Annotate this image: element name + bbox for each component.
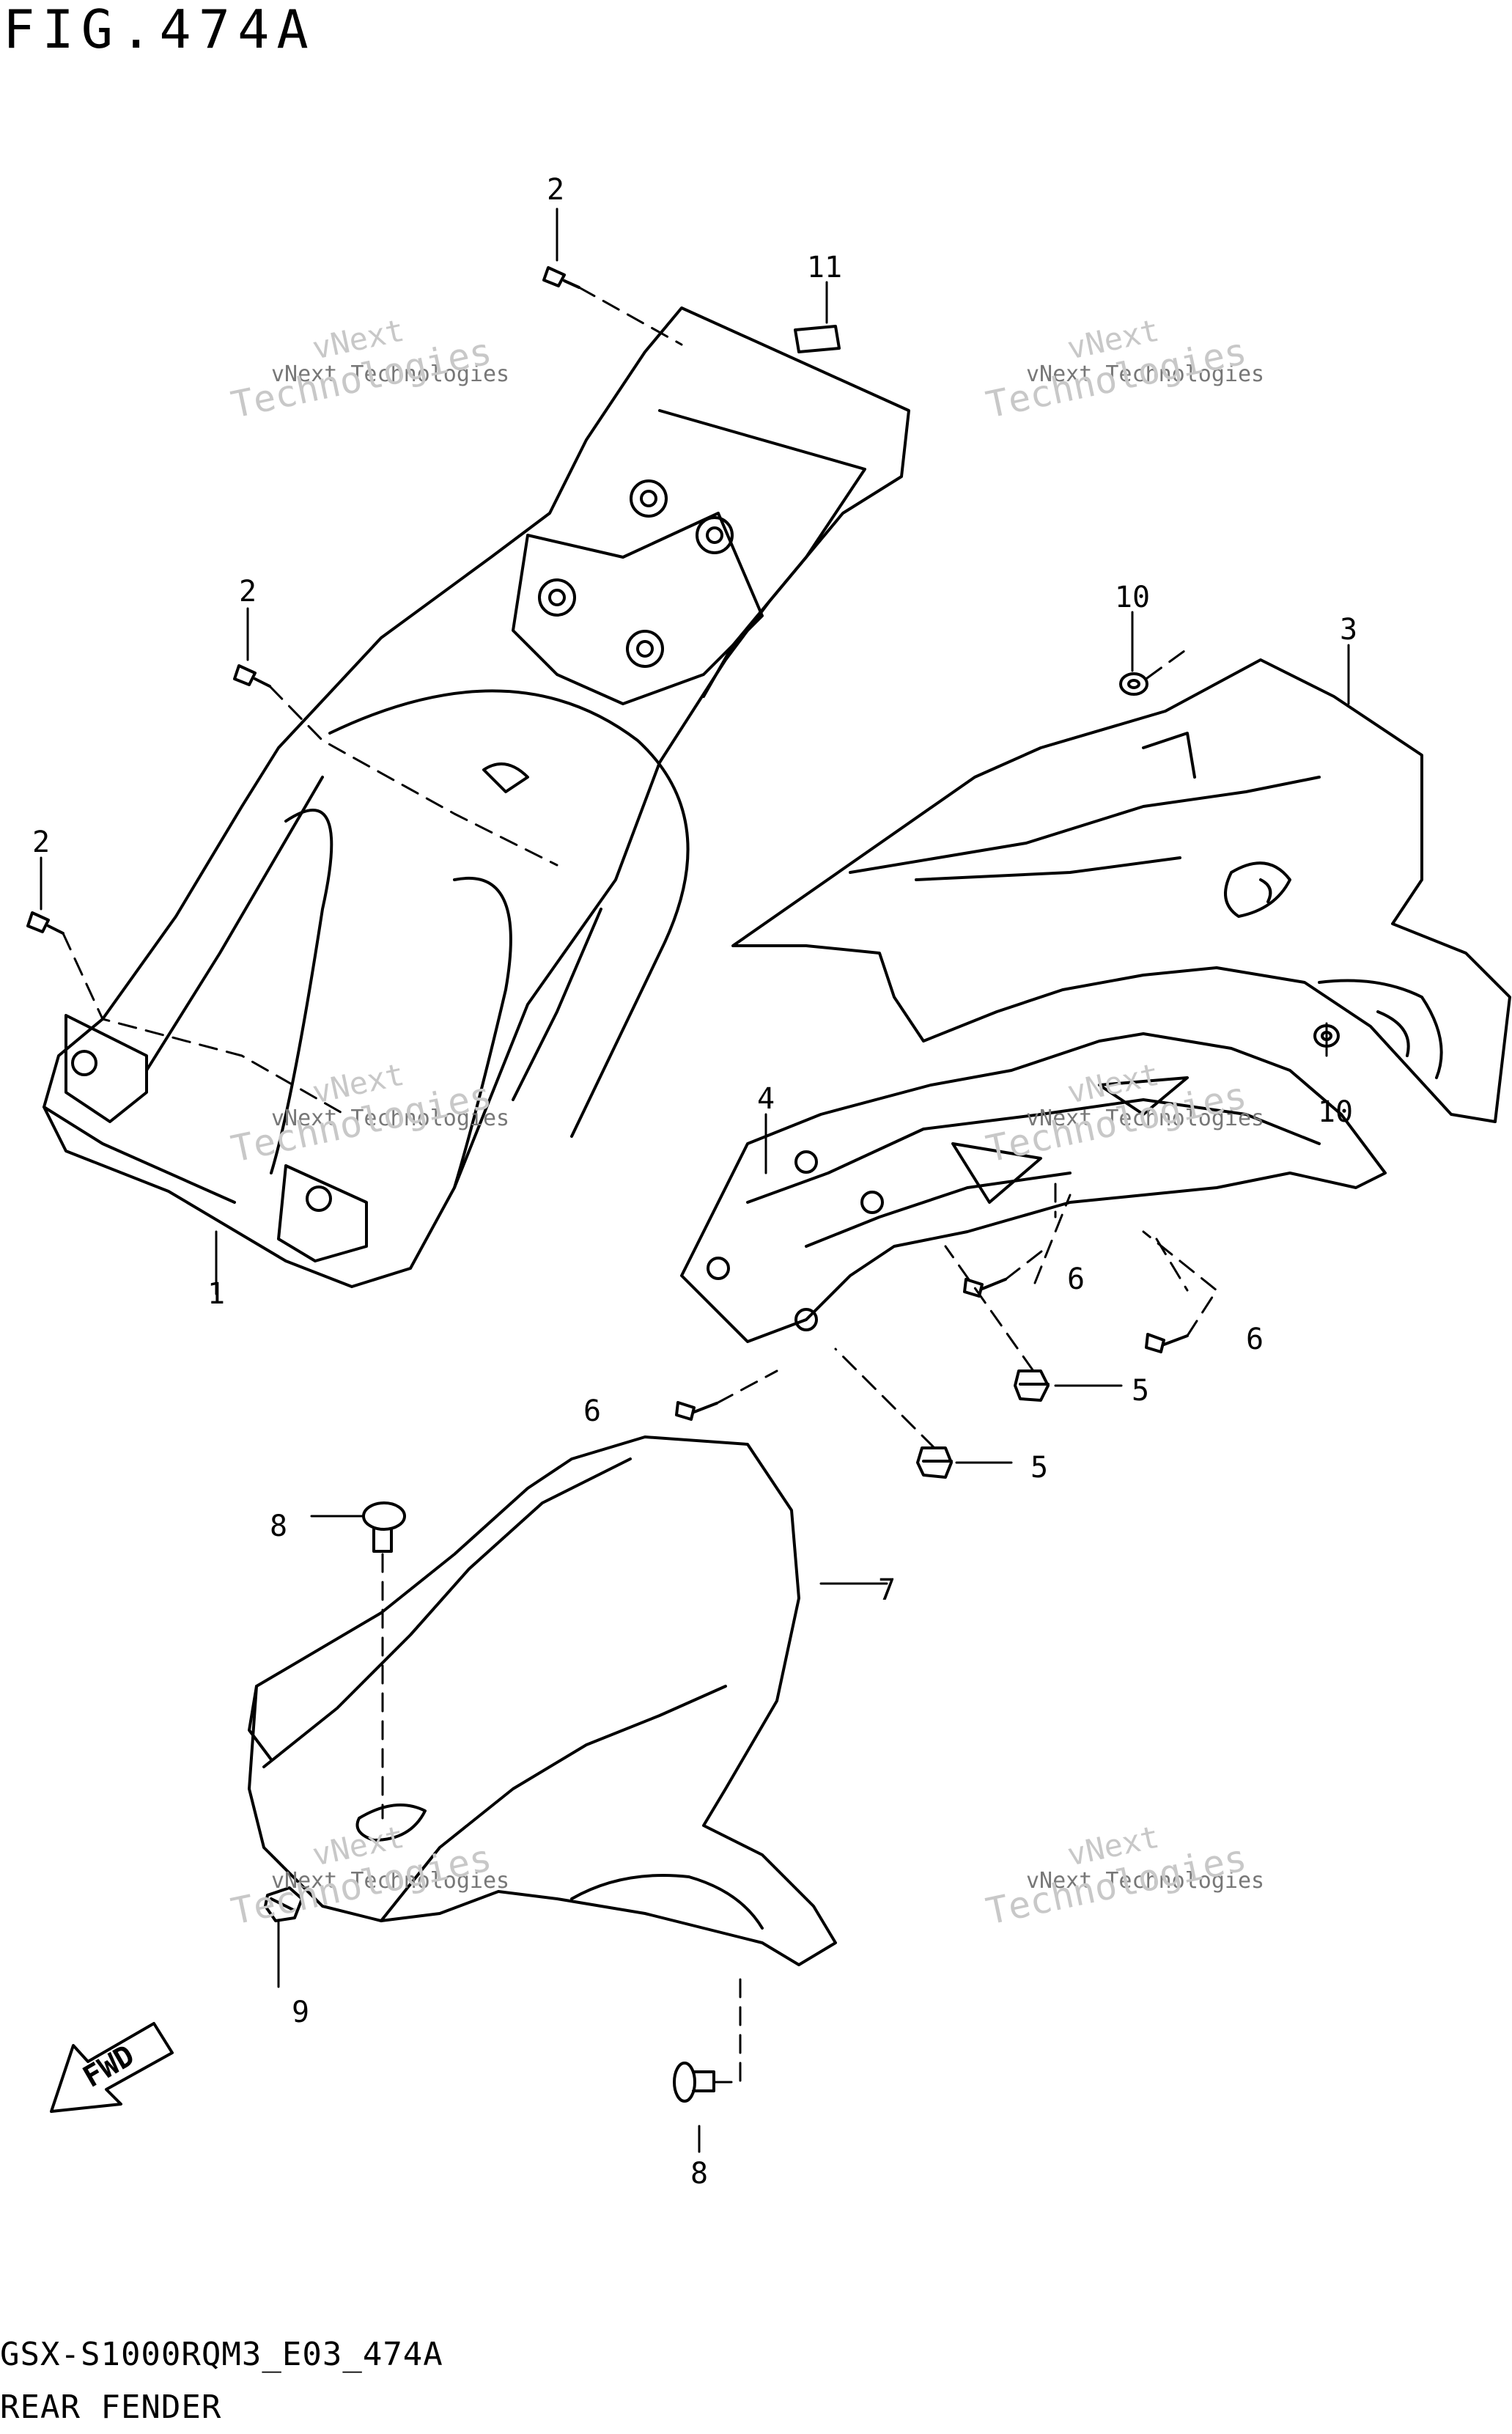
- callout-8-bottom: 8: [690, 2157, 708, 2191]
- part-1-inner-fender[interactable]: [43, 306, 910, 1288]
- callout-4: 4: [757, 1082, 775, 1116]
- screw-6a[interactable]: [963, 1278, 1007, 1298]
- bolt-8b[interactable]: [673, 2062, 715, 2103]
- callout-6-a: 6: [1067, 1262, 1085, 1296]
- part-7-mudguard[interactable]: [248, 1435, 837, 1966]
- callout-10-right: 10: [1318, 1095, 1353, 1129]
- watermark-text: vNext Technologies: [271, 1868, 509, 1894]
- callout-6-b: 6: [1246, 1323, 1264, 1356]
- figure-code: GSX-S1000RQM3_E03_474A: [0, 2336, 443, 2373]
- callout-2-top: 2: [547, 173, 564, 207]
- callout-5-a: 5: [1132, 1374, 1149, 1408]
- figure-caption: REAR FENDER: [0, 2389, 222, 2426]
- callout-11: 11: [807, 251, 842, 284]
- fwd-label: FWD: [78, 2039, 141, 2095]
- watermark-text: vNext Technologies: [271, 1106, 509, 1131]
- part-3-rear-cover[interactable]: [731, 658, 1511, 1123]
- nut-9[interactable]: [264, 1886, 303, 1922]
- watermark-text: vNext Technologies: [1026, 361, 1264, 387]
- collar-5a[interactable]: [1014, 1369, 1050, 1402]
- callout-2-mid: 2: [239, 575, 257, 608]
- screw-6b[interactable]: [1145, 1333, 1189, 1353]
- leader-lines: [40, 207, 1350, 2153]
- watermarks: vNext Technologies vNext Technologies vN…: [227, 312, 1264, 1933]
- callout-9: 9: [292, 1996, 309, 2029]
- callout-2-left: 2: [32, 826, 50, 859]
- fwd-arrow-icon: [50, 2022, 174, 2113]
- grommet-10a[interactable]: [1119, 672, 1148, 696]
- callout-6-c: 6: [583, 1394, 601, 1428]
- watermark-text: vNext Technologies: [1026, 1106, 1264, 1131]
- callout-3: 3: [1340, 613, 1357, 647]
- callout-5-b: 5: [1030, 1451, 1048, 1485]
- callout-8-top: 8: [270, 1510, 287, 1543]
- watermark-text: vNext Technologies: [271, 361, 509, 387]
- callout-10-top: 10: [1115, 581, 1150, 614]
- pad-11[interactable]: [794, 325, 841, 353]
- watermark-text: vNext Technologies: [1026, 1868, 1264, 1894]
- figure-title: FIG.474A: [3, 0, 316, 60]
- collar-5b[interactable]: [916, 1446, 953, 1479]
- screw-6c[interactable]: [675, 1401, 718, 1421]
- bolt-2b[interactable]: [233, 664, 271, 688]
- bolt-8a[interactable]: [362, 1501, 406, 1553]
- part-4-fender-bracket[interactable]: [680, 1032, 1387, 1343]
- bolt-2a[interactable]: [542, 266, 580, 289]
- callout-7: 7: [878, 1573, 896, 1607]
- callout-1: 1: [207, 1277, 225, 1311]
- bolt-2c[interactable]: [26, 911, 64, 935]
